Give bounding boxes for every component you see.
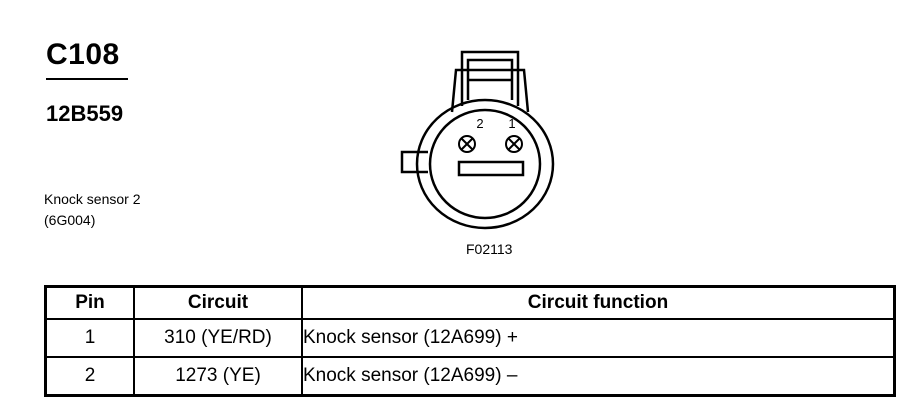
function-cell: Knock sensor (12A699) + (301, 318, 896, 358)
circuit-cell: 310 (YE/RD) (133, 318, 303, 358)
table-row: 1 310 (YE/RD) Knock sensor (12A699) + (44, 318, 896, 358)
connector-body-outer (415, 98, 555, 230)
pin-2-terminal (458, 135, 476, 153)
mounting-tab (400, 150, 428, 174)
part-number: 12B559 (46, 101, 124, 126)
connector-body-inner (428, 108, 542, 220)
connector-id: C108 (46, 38, 120, 71)
connector-id-underline (46, 78, 128, 80)
pin-label-2: 2 (476, 116, 483, 131)
component-base-part: (6G004) (44, 212, 96, 228)
pin-cell: 2 (44, 356, 135, 397)
header-circuit-function: Circuit function (301, 285, 896, 320)
table-header-row: Pin Circuit Circuit function (44, 285, 896, 320)
pin-1-terminal (505, 135, 523, 153)
table-row: 2 1273 (YE) Knock sensor (12A699) – (44, 356, 896, 397)
locking-latch (460, 50, 520, 106)
header-pin: Pin (44, 285, 135, 320)
connector-face-diagram: 2 1 (400, 50, 555, 230)
pin-cell: 1 (44, 318, 135, 358)
figure-reference: F02113 (466, 241, 513, 257)
component-description: Knock sensor 2 (44, 191, 141, 207)
pinout-table: Pin Circuit Circuit function 1 310 (YE/R… (44, 285, 896, 397)
header-circuit: Circuit (133, 285, 303, 320)
circuit-cell: 1273 (YE) (133, 356, 303, 397)
keyway-slot (457, 160, 525, 177)
function-cell: Knock sensor (12A699) – (301, 356, 896, 397)
pin-label-1: 1 (508, 116, 515, 131)
